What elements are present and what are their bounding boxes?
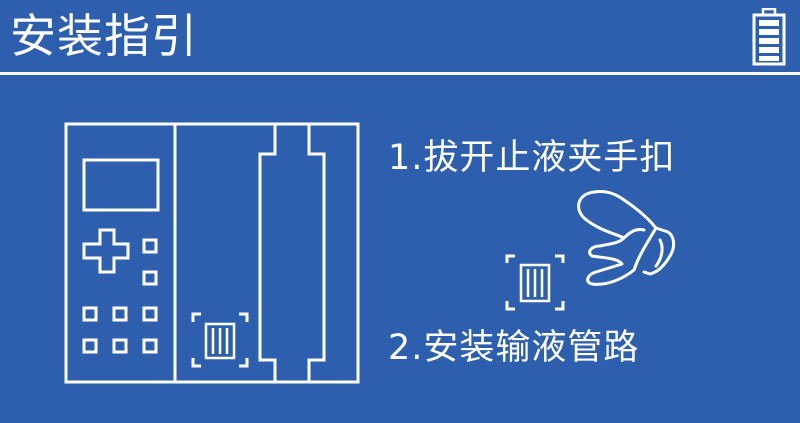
header-bar: 安装指引: [0, 0, 800, 72]
header-divider: [0, 72, 800, 75]
step-1-text: 1.拔开止液夹手扣: [388, 138, 676, 178]
infusion-pump-icon: [64, 122, 360, 384]
battery-full-icon: [752, 8, 786, 66]
hand-icon: [577, 190, 676, 286]
clip-icon: [505, 254, 565, 311]
page-title: 安装指引: [10, 9, 198, 63]
step-2-text: 2.安装输液管路: [388, 328, 640, 368]
